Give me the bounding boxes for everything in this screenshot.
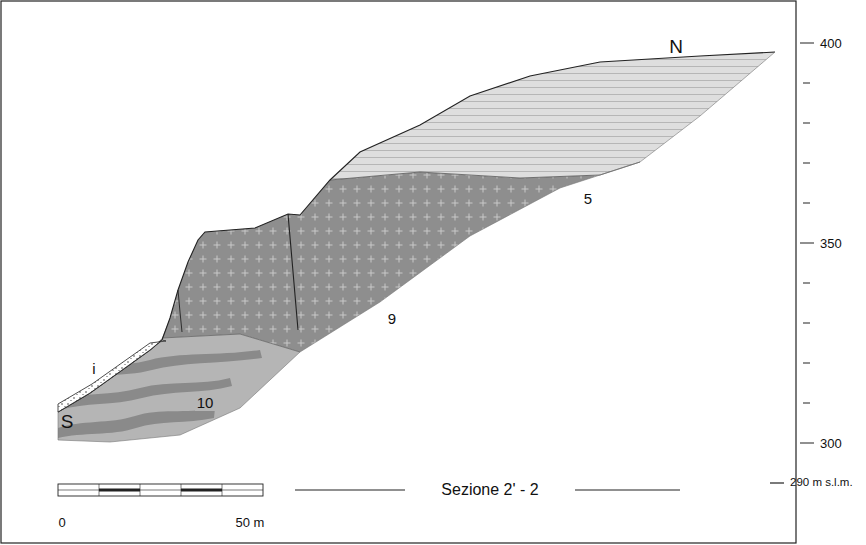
scale-label: 0	[58, 516, 65, 529]
contact-line	[162, 334, 300, 352]
unit-letter: i	[92, 361, 95, 376]
elevation-label: 290 m s.l.m.	[790, 477, 853, 489]
elevation-label: 400	[820, 37, 842, 50]
unit-9	[162, 162, 640, 352]
scale-label: 50 m	[236, 516, 265, 529]
unit-10	[58, 334, 300, 442]
unit-number: 5	[584, 191, 592, 206]
section-base	[58, 52, 775, 442]
unit-number: 9	[388, 311, 396, 326]
joint-line	[178, 290, 182, 332]
compass-label: S	[61, 412, 74, 431]
compass-label: N	[669, 37, 683, 56]
unit-number: 10	[195, 394, 216, 411]
deposit-i	[58, 340, 166, 412]
elevation-label: 350	[820, 237, 842, 250]
elevation-ticks	[770, 43, 814, 483]
section-title: Sezione 2' - 2	[441, 482, 538, 498]
scale-bar	[58, 484, 263, 496]
fault-line	[288, 214, 298, 330]
frame	[1, 1, 796, 543]
elevation-label: 300	[820, 437, 842, 450]
ground-surface	[58, 52, 775, 412]
